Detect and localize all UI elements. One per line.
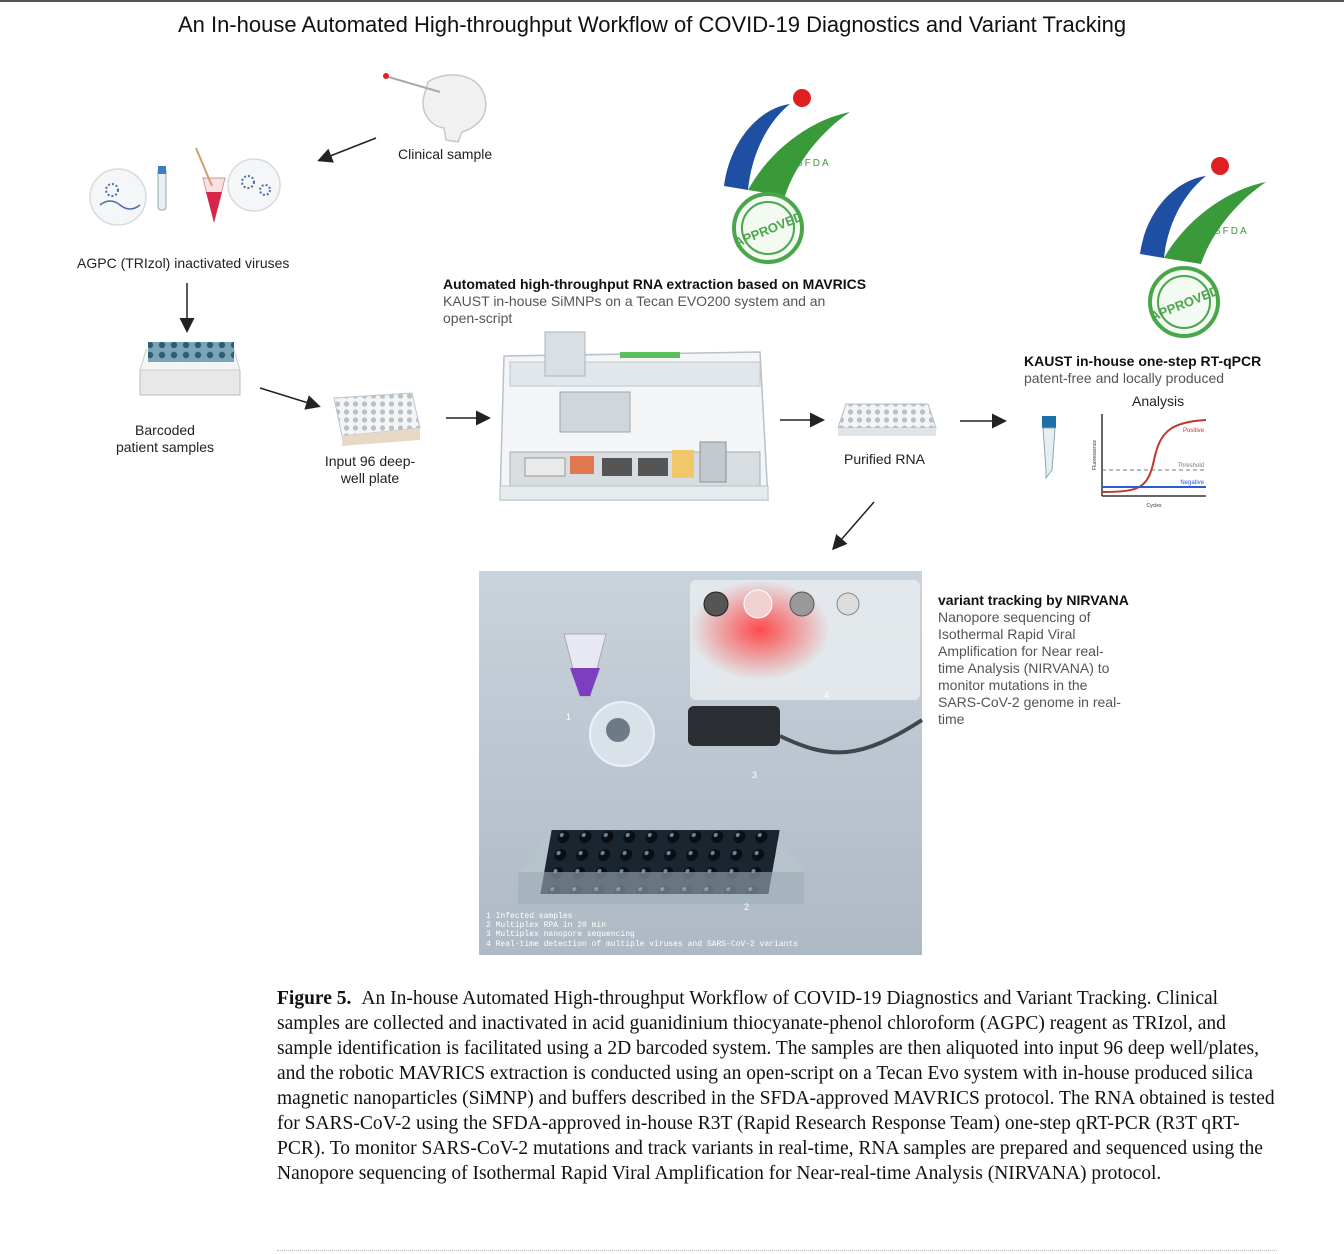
rtqpcr-subtitle: patent-free and locally produced	[1024, 370, 1225, 386]
workflow-illustration: SFDA APPROVED SFDA APPROVED Positive Thr…	[89, 73, 1266, 955]
rtqpcr-block: KAUST in-house one-step RT-qPCR patent-f…	[1024, 353, 1261, 387]
render-step-3: 3 Multiplex nanopore sequencing	[486, 930, 635, 939]
graph-negative-label: Negative	[1180, 480, 1204, 486]
nirvana-line-1: Nanopore sequencing of	[938, 609, 1091, 625]
purified-rna-label: Purified RNA	[844, 451, 925, 467]
render-step-1: 1 Infected samples	[486, 912, 573, 921]
caption-text: An In-house Automated High-throughput Wo…	[277, 988, 1275, 1184]
nirvana-title: variant tracking by NIRVANA	[938, 592, 1129, 608]
rtqpcr-title: KAUST in-house one-step RT-qPCR	[1024, 353, 1262, 369]
extraction-subtitle-1: KAUST in-house SiMNPs on a Tecan EVO200 …	[443, 293, 826, 309]
sfda-logo-2-text: SFDA	[1214, 226, 1249, 237]
barcoded-label-line-2: patient samples	[115, 439, 215, 455]
arrow-to-input-plate	[259, 387, 321, 410]
approved-stamp-2: APPROVED	[1148, 266, 1221, 338]
caption-label: Figure 5.	[277, 988, 352, 1009]
render-step-4: 4 Real-time detection of multiple viruse…	[486, 940, 798, 949]
nirvana-line-5: monitor mutations in the	[938, 677, 1088, 693]
figure-title: An In-house Automated High-throughput Wo…	[177, 12, 1127, 37]
sfda-logo-text: SFDA	[796, 158, 831, 169]
render-number-4: 4	[824, 690, 829, 700]
deep-well-plate-icon	[333, 392, 421, 446]
inactivated-virus-icon	[89, 147, 281, 226]
purified-rna-plate-icon	[837, 403, 937, 436]
arrow-to-tubes	[317, 137, 377, 163]
input-plate-line-1: Input 96 deep-	[324, 453, 416, 469]
render-step-2: 2 Multiplex RPA in 20 min	[486, 921, 606, 930]
input-plate-label: Input 96 deep- well plate	[310, 453, 430, 487]
clinical-sample-label: Clinical sample	[398, 146, 493, 162]
graph-threshold-label: Threshold	[1177, 463, 1204, 469]
graph-positive-label: Positive	[1183, 428, 1205, 434]
extraction-title: Automated high-throughput RNA extraction…	[443, 276, 867, 292]
arrow-to-nirvana	[832, 501, 875, 551]
nirvana-line-6: SARS-CoV-2 genome in real-	[938, 694, 1121, 710]
nirvana-line-2: Isothermal Rapid Viral	[938, 626, 1076, 642]
render-number-3: 3	[752, 770, 757, 780]
barcoded-label: Barcoded patient samples	[100, 422, 230, 456]
render-number-2: 2	[744, 902, 749, 912]
graph-y-label: Fluorescence	[1092, 440, 1098, 470]
nirvana-line-3: Amplification for Near real-	[938, 643, 1104, 659]
nirvana-line-4: time Analysis (NIRVANA) to	[938, 660, 1110, 676]
figure-caption: Figure 5.An In-house Automated High-thro…	[277, 986, 1277, 1186]
tecan-robot-illustration	[499, 331, 769, 501]
nirvana-block: variant tracking by NIRVANA Nanopore seq…	[938, 592, 1138, 728]
input-plate-line-2: well plate	[340, 470, 400, 486]
sfda-logo-2: SFDA	[1140, 157, 1266, 264]
render-number-1: 1	[566, 712, 571, 722]
sfda-logo: SFDA	[724, 89, 850, 196]
nirvana-line-7: time	[938, 711, 965, 727]
barcoded-label-line-1: Barcoded	[135, 422, 195, 438]
bottom-dotted-rule	[277, 1250, 1277, 1251]
analysis-label: Analysis	[1132, 393, 1185, 409]
clinical-sample-head-icon	[383, 73, 487, 143]
pcr-tube-icon	[1042, 416, 1056, 480]
nirvana-render-panel: 1 2 3 4 1 Infected samples 2 Multiplex R…	[479, 571, 924, 955]
agpc-label: AGPC (TRIzol) inactivated viruses	[77, 255, 290, 271]
extraction-subtitle-2: open-script	[443, 310, 513, 326]
qpcr-analysis-graph: Positive Threshold Negative Cycles Fluor…	[1092, 414, 1207, 509]
top-rule	[0, 0, 1344, 2]
extraction-block: Automated high-throughput RNA extraction…	[443, 276, 866, 327]
positive-curve	[1101, 419, 1207, 493]
approved-stamp: APPROVED	[732, 192, 805, 264]
graph-x-label: Cycles	[1146, 503, 1162, 509]
barcoded-rack-icon	[139, 342, 241, 396]
